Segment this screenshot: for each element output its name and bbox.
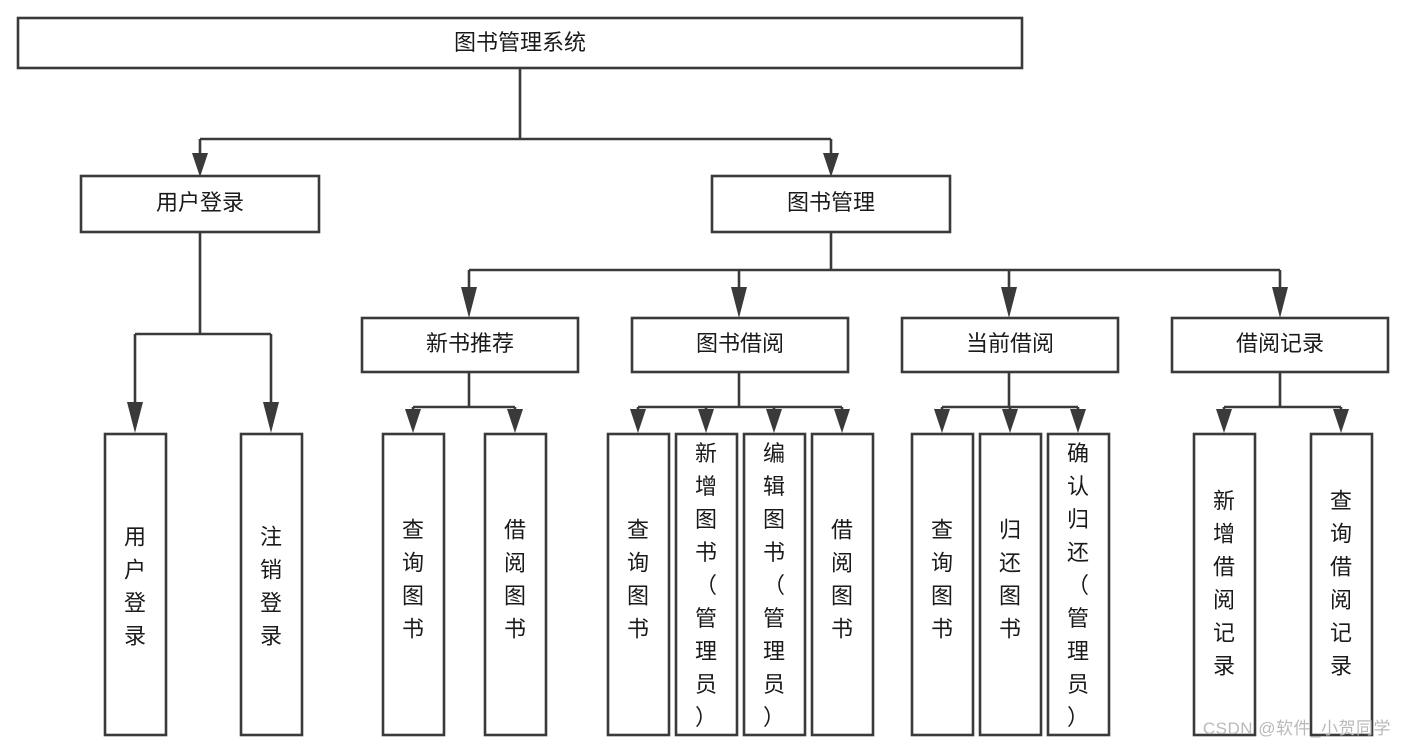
arrow-to-leaf-user-logout xyxy=(263,402,279,433)
node-new-book-recommend[interactable]: 新书推荐 xyxy=(360,316,580,374)
node-current-borrow-box[interactable] xyxy=(900,316,1120,374)
node-leaf-confirm-return-label: 确认归还（管理员） xyxy=(1067,441,1089,730)
node-borrow-record-label: 借阅记录 xyxy=(1236,331,1324,356)
node-leaf-query-record-label: 查询借阅记录 xyxy=(1330,489,1352,679)
arrow-to-book-manage xyxy=(823,153,839,177)
node-leaf-add-record[interactable]: 新增借阅记录 xyxy=(1192,432,1257,737)
arrow-to-leaf-user-login xyxy=(127,402,143,433)
node-leaf-query-book-3-box[interactable] xyxy=(910,432,975,737)
arrow-to-leaf-query-record xyxy=(1333,409,1349,433)
arrow-to-leaf-query-book-3 xyxy=(934,409,950,433)
node-new-book-recommend-box[interactable] xyxy=(360,316,580,374)
node-book-manage-box[interactable] xyxy=(710,174,952,234)
node-book-borrow-box[interactable] xyxy=(630,316,850,374)
node-leaf-borrow-book-2-box[interactable] xyxy=(810,432,875,737)
node-book-manage-label: 图书管理 xyxy=(787,190,875,215)
node-leaf-query-record-box[interactable] xyxy=(1309,432,1374,737)
arrow-to-leaf-add-book xyxy=(698,409,714,433)
node-leaf-return-book-box[interactable] xyxy=(978,432,1043,737)
node-leaf-user-logout-box[interactable] xyxy=(239,432,304,737)
arrow-to-leaf-borrow-book-2 xyxy=(834,409,850,433)
node-leaf-user-logout[interactable]: 注销登录 xyxy=(239,432,304,737)
node-leaf-query-book-2[interactable]: 查询图书 xyxy=(606,432,671,737)
node-user-login-box[interactable] xyxy=(79,174,321,234)
node-root[interactable]: 图书管理系统 xyxy=(16,16,1024,70)
arrow-to-leaf-return-book xyxy=(1002,409,1018,433)
node-new-book-recommend-label: 新书推荐 xyxy=(426,331,514,356)
arrow-to-user-login xyxy=(192,153,208,177)
arrow-to-leaf-borrow-book-1 xyxy=(507,409,523,433)
node-borrow-record-box[interactable] xyxy=(1170,316,1390,374)
node-leaf-borrow-book-1[interactable]: 借阅图书 xyxy=(483,432,548,737)
node-leaf-user-logout-label: 注销登录 xyxy=(260,525,282,649)
node-leaf-query-book-2-box[interactable] xyxy=(606,432,671,737)
node-current-borrow-label: 当前借阅 xyxy=(966,331,1054,356)
node-leaf-query-book-1-label: 查询图书 xyxy=(402,518,424,642)
arrow-to-new-book-recommend xyxy=(461,287,477,318)
node-user-login[interactable]: 用户登录 xyxy=(79,174,321,234)
node-leaf-return-book[interactable]: 归还图书 xyxy=(978,432,1043,737)
node-book-borrow-label: 图书借阅 xyxy=(696,331,784,356)
node-leaf-return-book-label: 归还图书 xyxy=(999,518,1021,642)
node-user-login-label: 用户登录 xyxy=(156,190,244,215)
node-root-label: 图书管理系统 xyxy=(454,30,586,55)
connector-layer xyxy=(127,68,1349,433)
node-borrow-record[interactable]: 借阅记录 xyxy=(1170,316,1390,374)
node-leaf-user-login-label: 用户登录 xyxy=(124,525,146,649)
arrow-to-current-borrow xyxy=(1001,287,1017,318)
node-leaf-confirm-return-box[interactable] xyxy=(1046,432,1111,737)
node-current-borrow[interactable]: 当前借阅 xyxy=(900,316,1120,374)
node-leaf-query-record[interactable]: 查询借阅记录 xyxy=(1309,432,1374,737)
node-leaf-borrow-book-2[interactable]: 借阅图书 xyxy=(810,432,875,737)
node-leaf-user-login-box[interactable] xyxy=(103,432,168,737)
node-leaf-query-book-1[interactable]: 查询图书 xyxy=(381,432,446,737)
node-leaf-edit-book-box[interactable] xyxy=(742,432,807,737)
node-leaf-edit-book-label: 编辑图书（管理员） xyxy=(763,441,785,730)
node-leaf-add-book-box[interactable] xyxy=(674,432,739,737)
node-root-box[interactable] xyxy=(16,16,1024,70)
node-leaf-add-record-box[interactable] xyxy=(1192,432,1257,737)
arrow-to-leaf-confirm-return xyxy=(1070,409,1086,433)
node-leaf-add-record-label: 新增借阅记录 xyxy=(1213,489,1235,679)
node-leaf-query-book-2-label: 查询图书 xyxy=(627,518,649,642)
arrow-to-book-borrow xyxy=(731,287,747,318)
node-leaf-query-book-1-box[interactable] xyxy=(381,432,446,737)
node-leaf-borrow-book-1-label: 借阅图书 xyxy=(504,518,526,642)
node-leaf-borrow-book-1-box[interactable] xyxy=(483,432,548,737)
node-leaf-add-book[interactable]: 新增图书（管理员） xyxy=(674,432,739,737)
node-leaf-confirm-return[interactable]: 确认归还（管理员） xyxy=(1046,432,1111,737)
arrow-to-borrow-record xyxy=(1272,287,1288,318)
node-leaf-user-login[interactable]: 用户登录 xyxy=(103,432,168,737)
arrow-to-leaf-edit-book xyxy=(766,409,782,433)
node-leaf-edit-book[interactable]: 编辑图书（管理员） xyxy=(742,432,807,737)
arrow-to-leaf-query-book-2 xyxy=(630,409,646,433)
node-book-borrow[interactable]: 图书借阅 xyxy=(630,316,850,374)
node-leaf-add-book-label: 新增图书（管理员） xyxy=(695,441,717,730)
node-leaf-query-book-3-label: 查询图书 xyxy=(931,518,953,642)
node-book-manage[interactable]: 图书管理 xyxy=(710,174,952,234)
node-leaf-query-book-3[interactable]: 查询图书 xyxy=(910,432,975,737)
node-leaf-borrow-book-2-label: 借阅图书 xyxy=(831,518,853,642)
arrow-to-leaf-query-book-1 xyxy=(405,409,421,433)
arrow-to-leaf-add-record xyxy=(1216,409,1232,433)
